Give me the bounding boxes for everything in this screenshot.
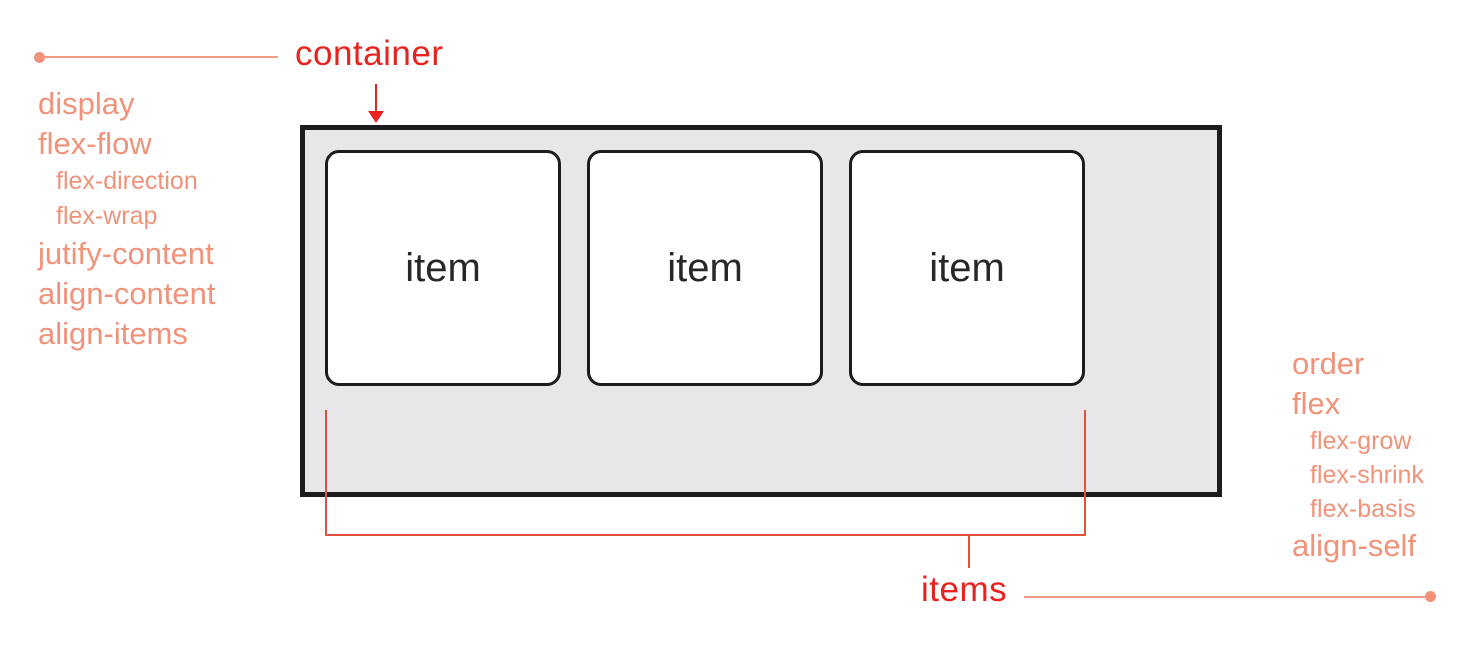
items-label: items: [921, 570, 1008, 609]
items-bracket-stub: [968, 536, 970, 568]
container-leader-line: [43, 56, 278, 58]
items-bracket-left: [325, 410, 327, 536]
container-label: container: [295, 34, 444, 73]
property-align-items: align-items: [38, 316, 188, 351]
property-jutify-content: jutify-content: [38, 236, 214, 271]
property-flex-flow: flex-flow: [38, 126, 152, 161]
flex-item-3-label: item: [929, 245, 1005, 290]
item-properties-list: order flex flex-grow flex-shrink flex-ba…: [1292, 344, 1424, 566]
flex-item-2-label: item: [667, 245, 743, 290]
items-leader-line: [1024, 596, 1426, 598]
property-flex: flex: [1292, 386, 1341, 421]
leader-dot-left: [34, 52, 45, 63]
flex-container-box: item item item: [300, 125, 1222, 497]
flex-item-2: item: [587, 150, 823, 386]
property-flex-direction: flex-direction: [56, 167, 198, 195]
property-flex-shrink: flex-shrink: [1310, 461, 1424, 489]
property-display: display: [38, 86, 135, 121]
container-arrow-icon: [368, 111, 384, 123]
leader-dot-right: [1425, 591, 1436, 602]
property-align-self: align-self: [1292, 528, 1417, 563]
flex-item-1-label: item: [405, 245, 481, 290]
container-properties-list: display flex-flow flex-direction flex-wr…: [38, 84, 216, 354]
property-flex-basis: flex-basis: [1310, 495, 1416, 523]
flex-item-1: item: [325, 150, 561, 386]
property-flex-wrap: flex-wrap: [56, 202, 158, 230]
flex-item-3: item: [849, 150, 1085, 386]
property-order: order: [1292, 346, 1365, 381]
property-flex-grow: flex-grow: [1310, 427, 1412, 455]
property-align-content: align-content: [38, 276, 216, 311]
container-arrow-shaft: [375, 84, 377, 114]
items-bracket-horizontal: [325, 534, 1086, 536]
items-bracket-right: [1084, 410, 1086, 536]
